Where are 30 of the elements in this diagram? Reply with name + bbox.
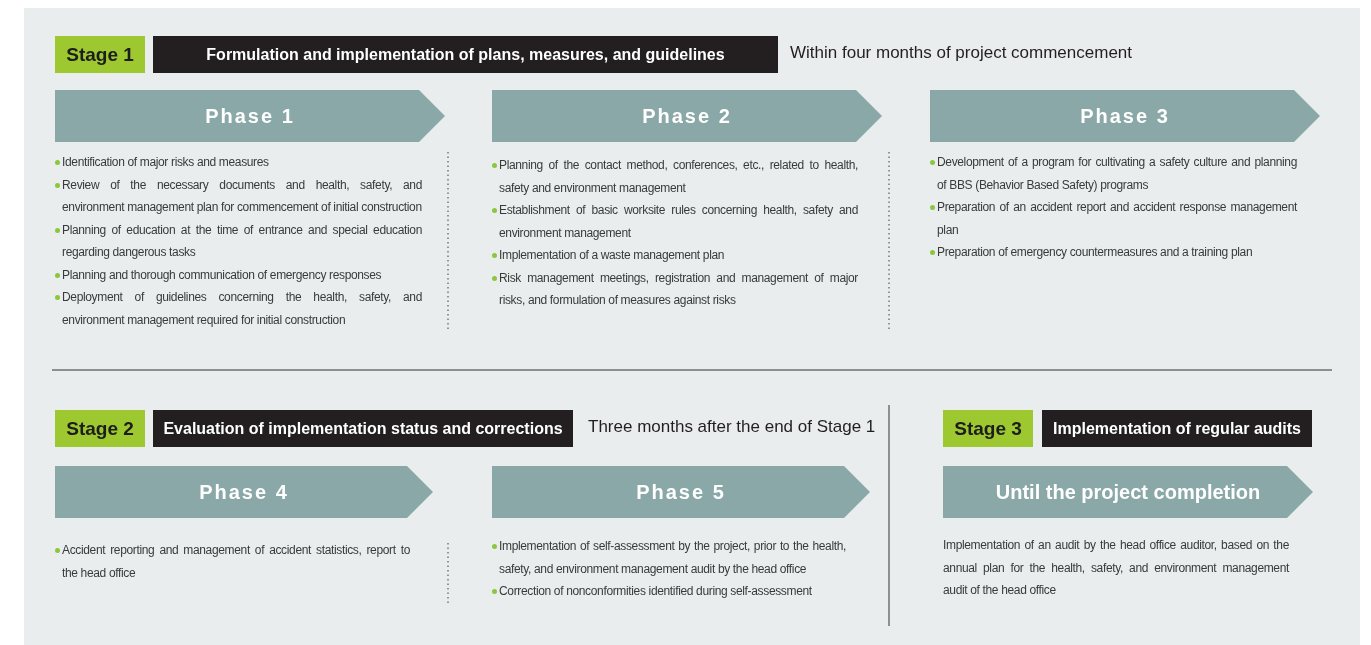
stage-title-bar: Evaluation of implementation status and corrections — [153, 410, 573, 447]
bullet-item: Correction of nonconformities identified during self-assessment — [492, 580, 846, 603]
bullet-item: Identification of major risks and measures — [55, 151, 422, 174]
bullet-item: Accident reporting and management of accident statistics, report to the head office — [55, 539, 410, 584]
bullet-item: Preparation of emergency countermeasures and a training plan — [930, 241, 1297, 264]
phase-arrow-banner: Phase 1 — [55, 90, 445, 142]
bullet-item: Development of a program for cultivating a safety culture and planning of BBS (Behavior Based Safety) programs — [930, 151, 1297, 196]
bullet-item: Review of the necessary documents and health, safety, and environment management plan for commencement of initial construction — [55, 173, 422, 219]
bullet-item: Preparation of an accident report and accident response management plan — [930, 196, 1297, 241]
bullet-item: Risk management meetings, registration and management of major risks, and formulation of measures against risks — [492, 266, 858, 312]
phase-arrow-banner: Phase 5 — [492, 466, 870, 518]
stage-badge: Stage 3 — [943, 410, 1033, 447]
phase-arrow-banner: Until the project completion — [943, 466, 1313, 518]
phase-arrow-banner: Phase 3 — [930, 90, 1320, 142]
bullet-item: Planning of education at the time of entrance and special education regarding dangerous tasks — [55, 218, 422, 264]
bullet-item: Implementation of self-assessment by the project, prior to the health, safety, and environment management audit by the head office — [492, 535, 846, 580]
duration-text: Within four months of project commencement — [790, 43, 1133, 63]
bullet-item: Deployment of guidelines concerning the health, safety, and environment management required for initial construction — [55, 286, 422, 331]
stage-badge: Stage 2 — [55, 410, 145, 447]
bullet-item: Implementation of a waste management plan — [492, 244, 858, 267]
bullet-item: Planning of the contact method, conferences, etc., related to health, safety and environment management — [492, 154, 858, 199]
stage-title-bar: Implementation of regular audits — [1042, 410, 1312, 447]
phase-arrow-banner: Phase 2 — [492, 90, 882, 142]
duration-text: Three months after the end of Stage 1 — [588, 417, 876, 437]
phase-arrow-banner: Phase 4 — [55, 466, 433, 518]
bullet-item: Planning and thorough communication of emergency responses — [55, 263, 422, 286]
stage-title-bar: Formulation and implementation of plans, measures, and guidelines — [153, 36, 778, 73]
description-text: Implementation of an audit by the head office auditor, based on the annual plan for the health, safety, and environment management audit of the head office — [943, 537, 1289, 599]
stage-badge: Stage 1 — [55, 36, 145, 73]
bullet-item: Establishment of basic worksite rules concerning health, safety and environment management — [492, 199, 858, 244]
